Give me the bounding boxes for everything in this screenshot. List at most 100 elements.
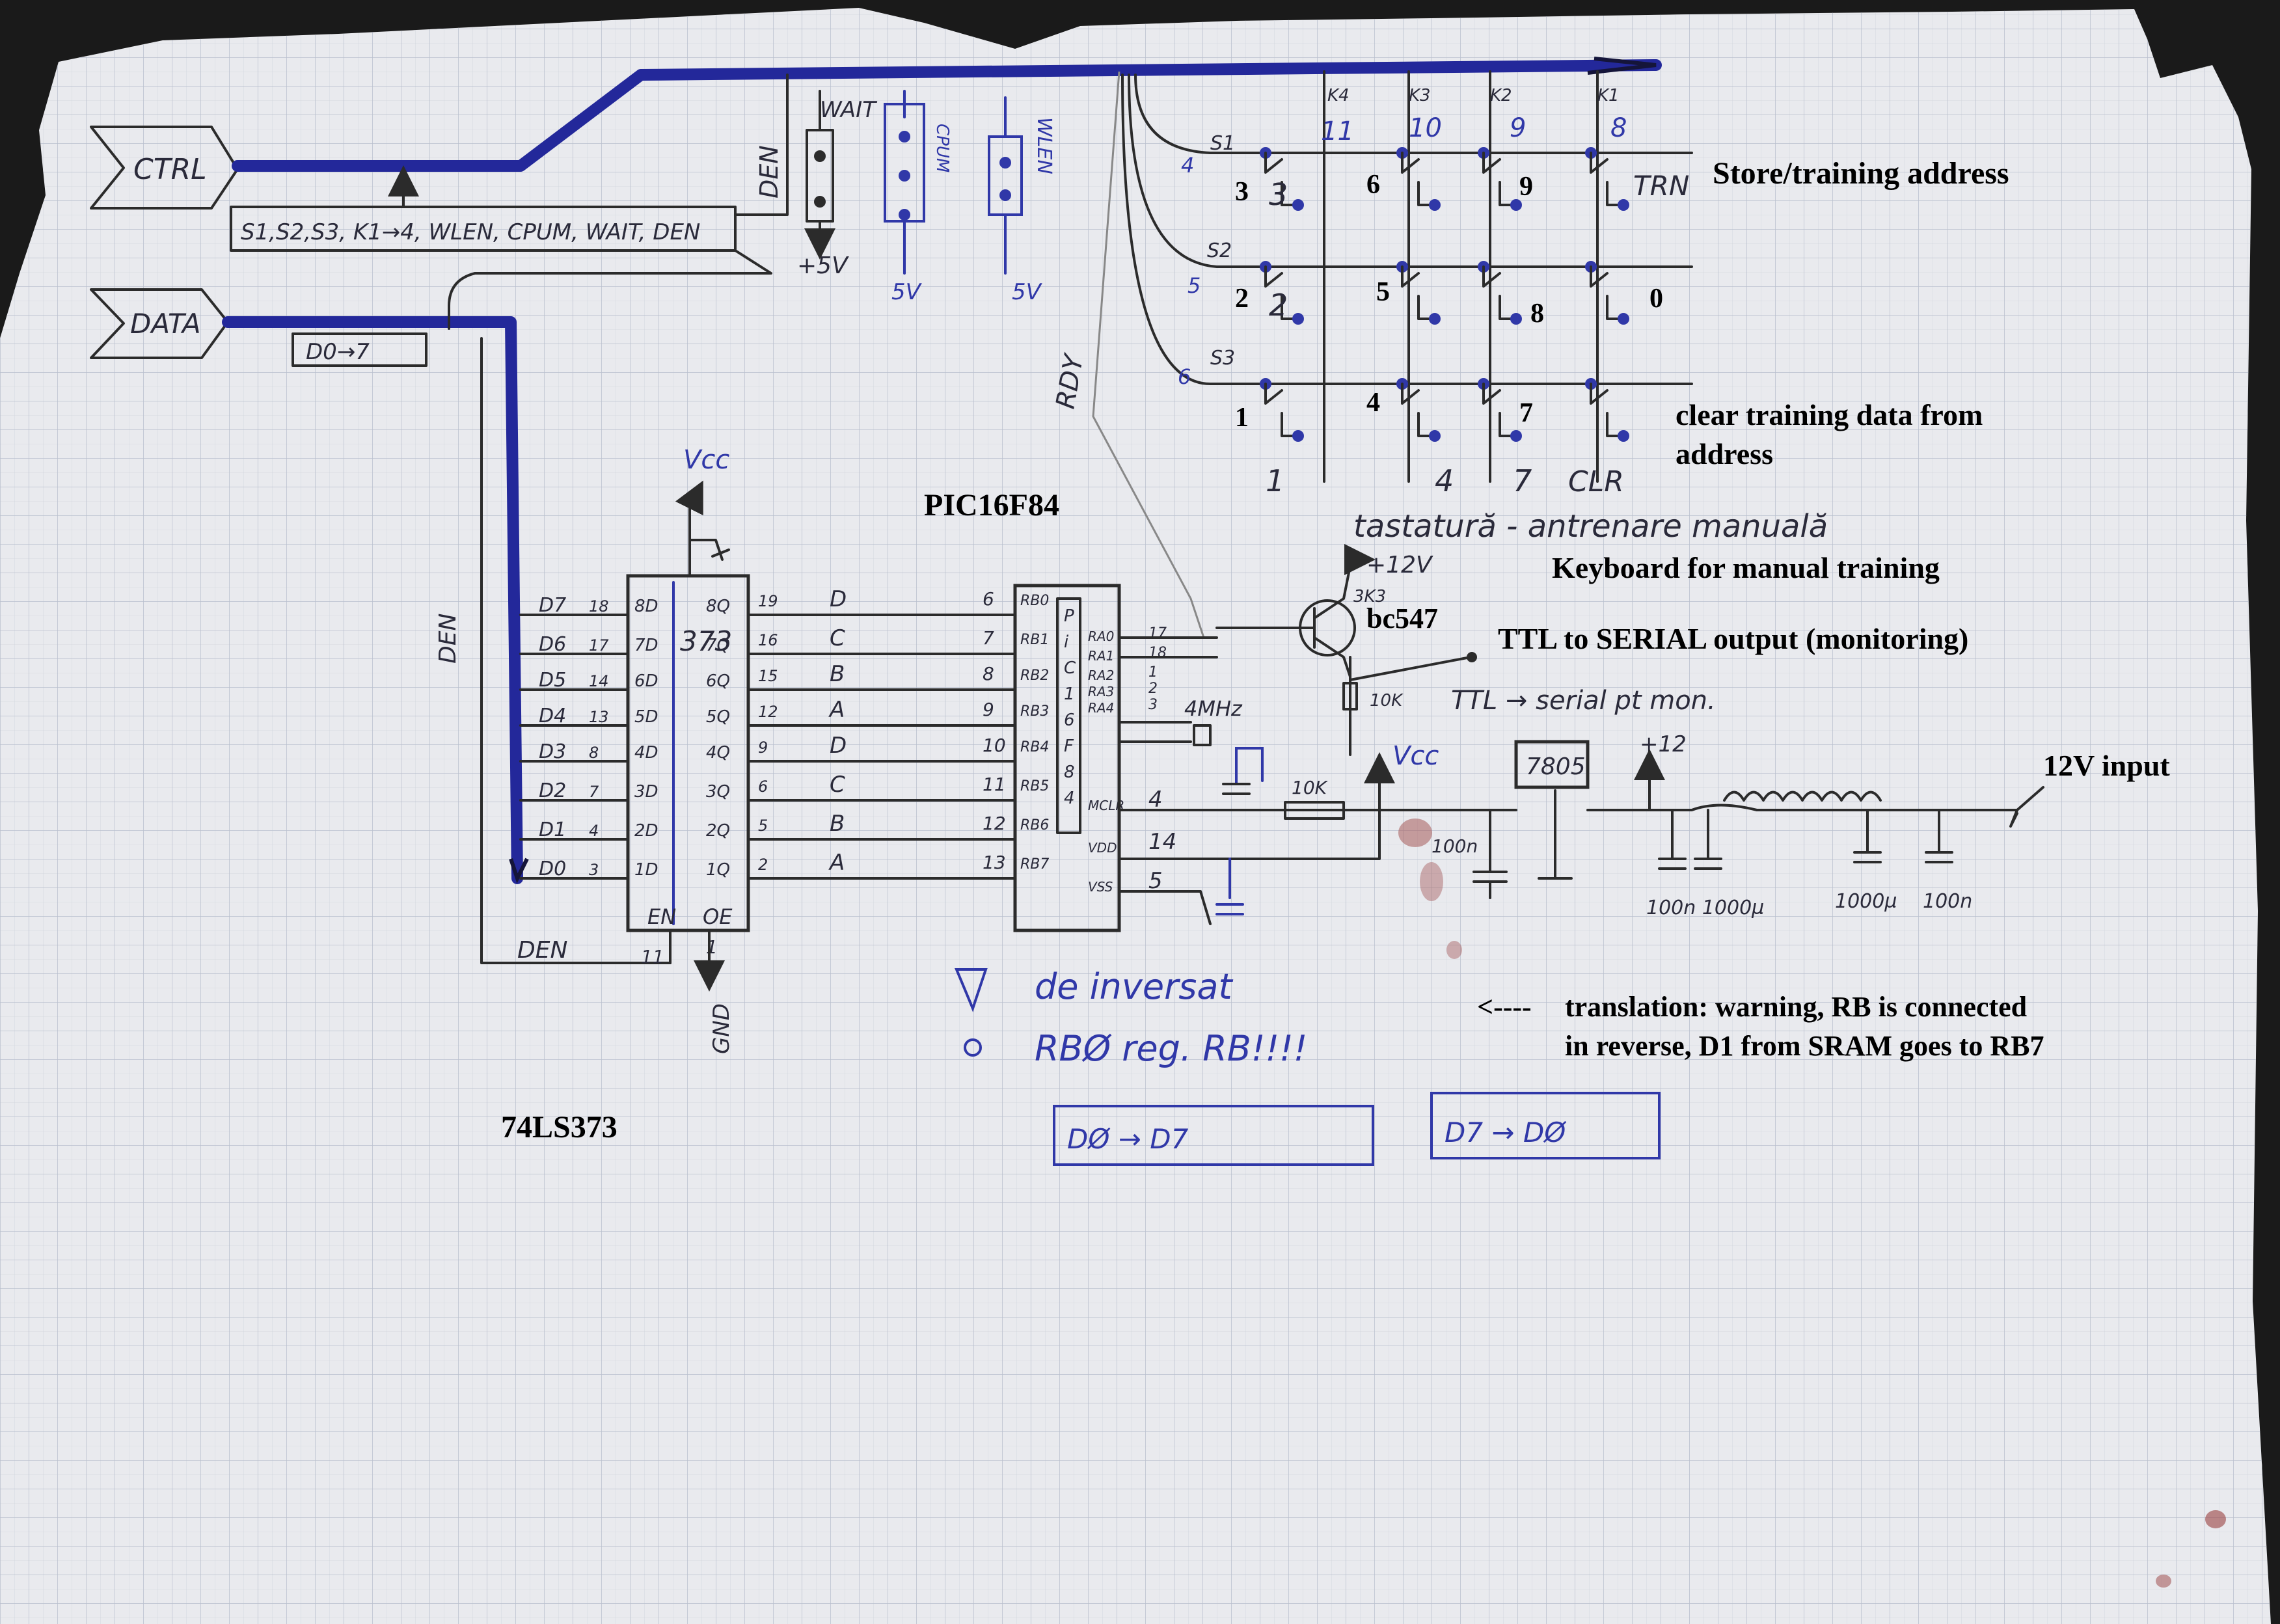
- data-bus-line: [222, 316, 523, 884]
- latch-input-label: 3D: [634, 782, 658, 802]
- wlen-switch: WLEN 5V: [988, 96, 1055, 305]
- typed-key-7: 7: [1519, 398, 1533, 428]
- pic-pin-number: 8: [983, 663, 994, 684]
- pic-pin-number: 12: [983, 813, 1006, 834]
- pic-pin-number: 4: [1148, 787, 1163, 813]
- svg-text:11: 11: [641, 946, 664, 968]
- latch-signal-label: C: [830, 772, 845, 798]
- tastatura-note: tastatură - antrenare manuală: [1353, 508, 1828, 545]
- pic-pin-number: 1: [1148, 664, 1158, 681]
- pic-chip-label: PIC16F84: [924, 488, 1059, 522]
- typed-key-1: 1: [1235, 403, 1249, 433]
- latch-data-label: D1: [539, 819, 566, 841]
- latch-signal-label: D: [830, 586, 847, 612]
- svg-text:3K3: 3K3: [1353, 587, 1386, 606]
- svg-text:S1: S1: [1210, 132, 1235, 155]
- pic-pin-number: 9: [983, 699, 994, 720]
- svg-text:100n: 100n: [1432, 835, 1478, 857]
- reset-circuit: 10K Vcc: [1118, 741, 1439, 925]
- latch-data-label: D6: [539, 633, 566, 656]
- svg-text:+12: +12: [1640, 731, 1687, 757]
- pic-pin-number: 13: [983, 852, 1006, 873]
- svg-text:7: 7: [1513, 463, 1532, 498]
- latch-pin-number: 3: [589, 861, 599, 879]
- svg-text:TTL → serial pt mon.: TTL → serial pt mon.: [1451, 686, 1716, 716]
- pic-pin-label: RB2: [1020, 668, 1049, 684]
- latch-output-label: 4Q: [706, 743, 730, 763]
- ctrl-bus-line: [232, 59, 1662, 172]
- svg-text:CPUM: CPUM: [932, 124, 952, 172]
- svg-text:S3: S3: [1210, 347, 1235, 370]
- latch-output-label: 7Q: [706, 636, 730, 655]
- transistor-circuit: +12V 3K3 10K TTL → serial pt mon.: [1215, 544, 1716, 756]
- svg-text:5V: 5V: [891, 279, 923, 305]
- pic-inner-label: 4: [1064, 789, 1075, 808]
- keyboard-manual-label: Keyboard for manual training: [1552, 551, 1940, 584]
- power-supply: 7805 +12 100n 100n 1000µ 1000µ 100n: [1378, 731, 2044, 919]
- den-bottom: DEN: [517, 937, 567, 964]
- svg-text:EN: EN: [647, 904, 676, 929]
- svg-text:WAIT: WAIT: [820, 97, 877, 123]
- latch-output-label: 5Q: [706, 707, 730, 727]
- latch-pin-number: 17: [589, 636, 609, 655]
- svg-text:S2: S2: [1207, 239, 1232, 262]
- latch-signal-label: A: [828, 850, 845, 876]
- svg-text:1: 1: [706, 936, 718, 958]
- ctrl-bus-label: S1,S2,S3, K1→4, WLEN, CPUM, WAIT, DEN: [230, 165, 737, 252]
- pic-pin-number: 5: [1148, 868, 1163, 894]
- key-contact: [1618, 430, 1629, 442]
- key-contact: [1429, 199, 1441, 211]
- svg-text:4: 4: [1435, 463, 1454, 498]
- svg-text:D0→7: D0→7: [306, 339, 370, 365]
- svg-text:GND: GND: [709, 1003, 735, 1054]
- svg-text:D7 → DØ: D7 → DØ: [1445, 1116, 1566, 1148]
- store-training-label: Store/training address: [1713, 156, 2009, 191]
- pic-pin-label: VSS: [1088, 879, 1113, 895]
- cpum-switch: CPUM 5V: [884, 90, 952, 305]
- latch-signal-label: B: [830, 811, 845, 837]
- svg-text:de inversat: de inversat: [1035, 966, 1233, 1007]
- latch-pin-number: 13: [589, 708, 609, 726]
- clear-training-label: clear training data from: [1676, 398, 1983, 431]
- latch-pin-number: 19: [758, 592, 778, 610]
- latch-input-label: 7D: [634, 636, 658, 655]
- stain: [1398, 819, 1432, 847]
- latch-output-label: 3Q: [706, 782, 730, 802]
- pic-pin-label: RA0: [1088, 629, 1114, 644]
- latch-pin-number: 15: [758, 667, 778, 685]
- pic-pin-label: RB0: [1020, 593, 1049, 609]
- typed-key-9: 9: [1519, 172, 1533, 202]
- latch-pin-number: 4: [589, 822, 599, 840]
- latch-data-label: D4: [539, 705, 566, 727]
- svg-text:CLR: CLR: [1568, 465, 1624, 498]
- key-contact: [1429, 430, 1441, 442]
- latch-pin-number: 14: [589, 672, 609, 690]
- pic-pin-number: 14: [1148, 829, 1176, 855]
- key-contact: [1292, 199, 1304, 211]
- latch-signal-label: C: [830, 625, 845, 651]
- keypad-matrix: K4 K3 K2 K1 11 10 9 8 S1 S2 S3 4 5 6 3 2…: [1121, 70, 1693, 498]
- pic-pin-number: 11: [983, 774, 1006, 795]
- svg-text:DØ → D7: DØ → D7: [1067, 1123, 1189, 1155]
- pic-pin-number: 7: [983, 627, 994, 649]
- pic-pin-number: 2: [1148, 681, 1158, 697]
- pic-pin-number: 17: [1148, 625, 1167, 642]
- svg-text:4: 4: [1181, 153, 1194, 178]
- pic-pin-label: RA2: [1088, 668, 1114, 683]
- svg-text:1: 1: [1266, 463, 1284, 498]
- pic16f84: [1013, 584, 1121, 932]
- pic-pin-label: RB7: [1020, 856, 1049, 873]
- svg-text:K1: K1: [1597, 86, 1620, 105]
- latch-data-label: D5: [539, 669, 566, 692]
- latch-pin-number: 7: [589, 783, 599, 801]
- svg-text:K3: K3: [1409, 86, 1431, 105]
- pic-inner-label: C: [1064, 658, 1076, 678]
- typed-key-3: 3: [1235, 177, 1249, 207]
- svg-text:9: 9: [1510, 113, 1526, 143]
- key-contact: [1510, 430, 1522, 442]
- pic-inner-label: P: [1064, 606, 1074, 626]
- typed-key-4: 4: [1366, 388, 1380, 418]
- data-connector: DATA: [90, 288, 229, 359]
- latch-output-label: 1Q: [706, 860, 730, 880]
- key-contact: [1618, 313, 1629, 325]
